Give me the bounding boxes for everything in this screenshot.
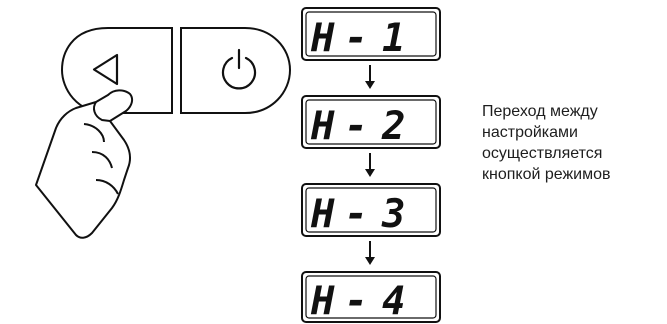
display-h4: H-4 bbox=[301, 271, 441, 324]
finger-crease bbox=[93, 101, 111, 122]
display-text-h4: H-4 bbox=[310, 279, 405, 324]
arrow-down-icon bbox=[365, 65, 375, 89]
finger-crease bbox=[91, 151, 113, 169]
finger-crease bbox=[95, 179, 119, 195]
caption-line: настройками bbox=[482, 124, 578, 141]
arrow-down-icon bbox=[365, 241, 375, 265]
caption-line: Переход между bbox=[482, 103, 598, 120]
control-panel bbox=[60, 27, 292, 114]
caption-line: осуществляется bbox=[482, 145, 603, 162]
caption-text: Переход между настройками осуществляется… bbox=[482, 101, 664, 185]
caption-line: кнопкой режимов bbox=[482, 166, 611, 183]
left-triangle-icon bbox=[92, 53, 119, 86]
display-h1: H-1 bbox=[301, 7, 441, 61]
display-h3: H-3 bbox=[301, 183, 441, 237]
display-h2: H-2 bbox=[301, 95, 441, 149]
display-text-h2: H-2 bbox=[310, 104, 405, 149]
display-text-h3: H-3 bbox=[310, 192, 405, 237]
power-icon bbox=[221, 48, 257, 90]
pointing-hand-icon bbox=[35, 89, 134, 239]
arrow-down-icon bbox=[365, 153, 375, 177]
display-text-h1: H-1 bbox=[310, 16, 405, 61]
finger-crease bbox=[83, 123, 105, 143]
power-button[interactable] bbox=[180, 27, 292, 114]
